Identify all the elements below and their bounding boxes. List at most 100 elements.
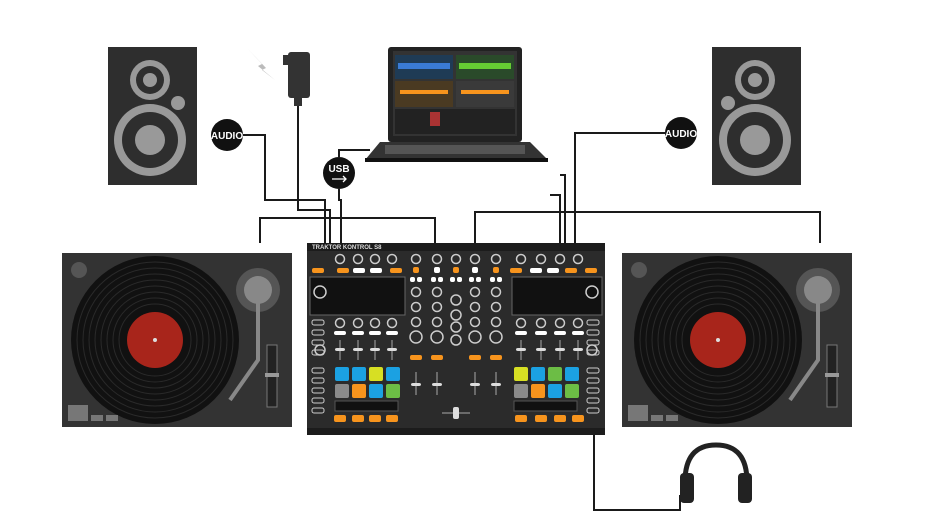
knob	[554, 317, 566, 329]
fader-cap	[353, 348, 363, 351]
knob	[369, 253, 381, 265]
mixer-button	[472, 267, 478, 273]
spindle	[153, 338, 157, 342]
button	[628, 405, 648, 421]
channel-button	[410, 355, 422, 360]
knob	[469, 286, 481, 298]
performance-pad	[565, 367, 579, 381]
record-groove	[112, 297, 198, 383]
headphones	[680, 442, 752, 503]
knob	[469, 316, 481, 328]
knob	[489, 330, 503, 344]
side-button	[311, 397, 325, 404]
fader-cap	[491, 383, 501, 386]
pitch-fader-knob	[265, 373, 279, 377]
channel-button	[490, 355, 502, 360]
knob	[572, 317, 584, 329]
mixer-button	[476, 277, 481, 282]
side-button	[586, 367, 600, 374]
mixer-button	[417, 277, 422, 282]
fader-cap	[470, 383, 480, 386]
deck-button	[535, 415, 547, 422]
knob	[490, 316, 502, 328]
knob	[314, 344, 326, 356]
deck-button	[530, 268, 542, 273]
deck-button	[370, 268, 382, 273]
knob	[535, 253, 547, 265]
performance-pad	[386, 367, 400, 381]
knob	[585, 285, 599, 299]
record-groove	[669, 291, 767, 389]
performance-pad	[369, 384, 383, 398]
deck-button	[390, 268, 402, 273]
mixer-button	[434, 267, 440, 273]
fader-cap	[370, 348, 380, 351]
record-groove	[100, 285, 210, 395]
mixer-button	[431, 277, 436, 282]
right-turntable	[622, 253, 852, 427]
record-groove	[94, 279, 216, 401]
deck-button	[515, 331, 527, 335]
performance-pad	[335, 384, 349, 398]
record-groove	[645, 267, 791, 413]
performance-pad	[369, 367, 383, 381]
touch-strip	[513, 400, 578, 412]
performance-pad	[352, 367, 366, 381]
side-button	[586, 329, 600, 336]
crossfader-cap	[453, 407, 459, 419]
cables	[243, 100, 821, 511]
record-groove	[639, 261, 797, 419]
mixer-button	[453, 267, 459, 273]
knob	[410, 286, 422, 298]
deck-button	[369, 415, 381, 422]
mixer-button	[490, 277, 495, 282]
mixer-button	[497, 277, 502, 282]
deck-button	[585, 268, 597, 273]
record-groove	[118, 303, 192, 377]
deck-button	[337, 268, 349, 273]
performance-pad	[531, 384, 545, 398]
audio-badge-right: AUDIO	[665, 117, 697, 149]
knob	[490, 301, 502, 313]
usb-label: USB	[328, 164, 349, 175]
deck-button	[352, 331, 364, 335]
fader-cap	[411, 383, 421, 386]
knob	[334, 253, 346, 265]
start-button	[631, 262, 647, 278]
deck-button	[386, 415, 398, 422]
deck-button	[334, 415, 346, 422]
knob	[450, 309, 462, 321]
knob	[369, 317, 381, 329]
deck-button	[510, 268, 522, 273]
controller-title: TRAKTOR KONTROL S8	[312, 245, 382, 251]
mixer-button	[493, 267, 499, 273]
deck-button	[352, 415, 364, 422]
knob	[450, 334, 462, 346]
knob	[554, 253, 566, 265]
knob	[515, 253, 527, 265]
performance-pad	[548, 367, 562, 381]
usb-icon	[332, 175, 347, 183]
record-groove	[651, 273, 785, 407]
knob	[431, 301, 443, 313]
knob	[431, 286, 443, 298]
knob	[450, 321, 462, 333]
record-groove	[88, 273, 222, 407]
deck-button	[334, 331, 346, 335]
fader-cap	[555, 348, 565, 351]
deck-button	[554, 415, 566, 422]
deck-button	[572, 331, 584, 335]
tonearm	[228, 290, 260, 402]
side-button	[586, 387, 600, 394]
knob	[352, 253, 364, 265]
tonearm	[788, 290, 820, 402]
deck-button	[565, 268, 577, 273]
performance-pad	[565, 384, 579, 398]
knob	[535, 317, 547, 329]
knob	[334, 317, 346, 329]
spindle	[716, 338, 720, 342]
audio-label-left: AUDIO	[211, 131, 243, 142]
pitch-fader-knob	[825, 373, 839, 377]
power-adapter	[247, 48, 310, 106]
knob	[410, 301, 422, 313]
